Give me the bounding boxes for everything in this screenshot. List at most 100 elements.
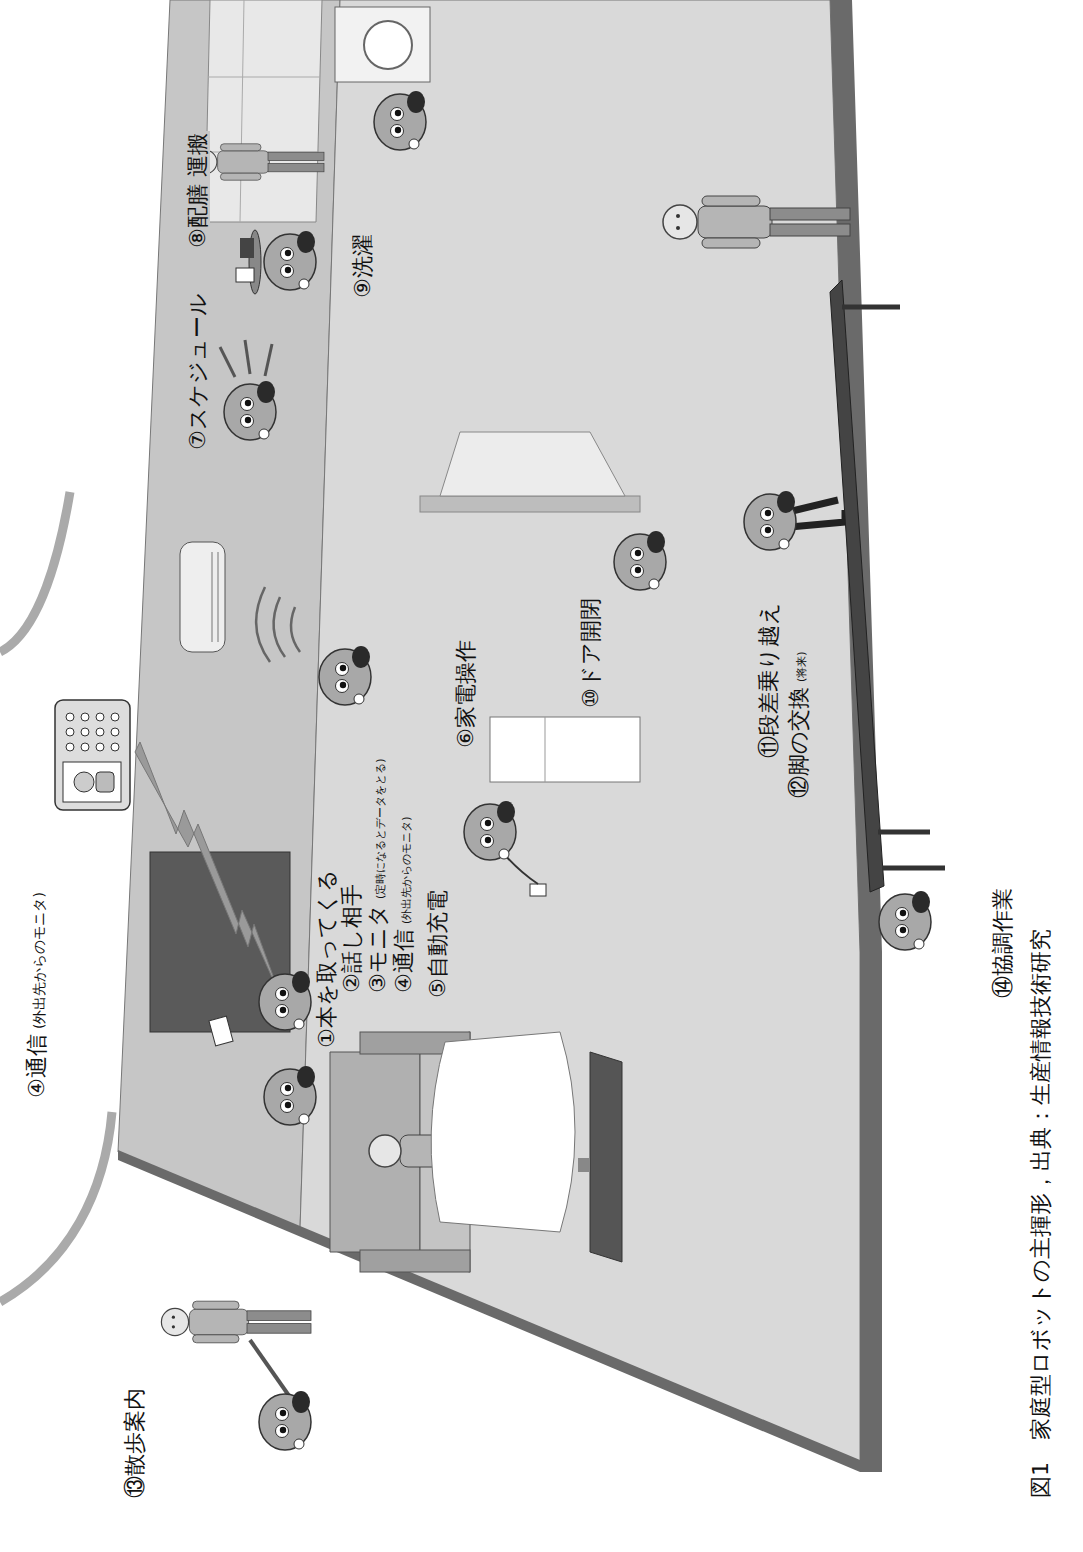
callout-label: ④通信 [24,1032,49,1100]
guide-arm [250,1340,292,1400]
door-partition [420,496,640,512]
lightning-signal [135,742,282,1000]
air-conditioner [180,542,225,652]
illustration-figure [224,381,276,440]
mobile-phone [66,713,74,721]
mobile-phone [96,743,104,751]
illustration-figure [374,91,426,150]
callout-label: ⑩ドア開閉 [578,596,603,710]
serving-tray [236,268,254,282]
callout-label: ⑥家電操作 [453,638,478,750]
callout-label: ⑤自動充電 [425,888,450,1000]
callout-label: ④通信 [391,927,416,995]
mobile-phone [81,728,89,736]
signal-waves [291,607,300,652]
callout-label: ⑫脚の交換 [786,685,811,800]
mobile-phone [81,713,89,721]
road-line [0,492,112,1302]
house-structure [300,0,860,1467]
kitchen-counter [240,0,244,222]
blanket [431,1032,575,1232]
signal-waves [256,587,270,662]
air-conditioner [218,552,219,642]
callout-label: ⑭協調作業 [990,886,1015,1000]
guide-arm [250,1340,292,1400]
lightning-signal [135,742,282,1000]
mobile-phone [55,700,130,810]
mobile-phone [81,743,89,751]
road-line [0,1112,112,1302]
door-partition [420,432,640,512]
illustration-figure [259,1391,311,1450]
refrigerator [490,717,640,782]
mobile-phone [66,713,119,751]
callout-label: ⑬散歩案内 [122,1386,147,1500]
charging-socket [504,854,538,884]
illustration-figure [879,891,931,950]
schedule-waves [220,347,235,377]
sofa [360,1250,470,1272]
mobile-phone [96,772,114,792]
mobile-phone [111,713,119,721]
note-text: (外出先からのモニタ) [31,890,47,1031]
air-conditioner [212,552,213,642]
cooperative-table [882,866,945,871]
callout-label: ②話し相手 [339,882,364,995]
mobile-phone [74,772,94,792]
illustration-figure [319,646,371,705]
illustration-figure [193,144,324,180]
kitchen-counter [205,0,322,222]
illustration-figure [663,196,850,248]
mobile-phone [96,713,104,721]
mobile-phone [63,762,121,802]
cooperative-table [842,305,900,310]
illustration-figure [264,1066,316,1125]
mobile-phone [96,728,104,736]
schedule-waves [220,340,272,377]
refrigerator [545,717,546,782]
kitchen-counter [208,77,320,78]
low-table [578,1158,590,1172]
house-structure [830,0,882,1472]
seated-person [369,1135,401,1167]
illustration-figure [464,801,516,860]
cooperative-table [830,280,884,892]
signal-waves [256,587,300,662]
callout-label: ①本を取ってくる [314,867,339,1050]
mobile-phone [55,700,130,810]
callout-label: ⑦スケジュール [185,291,210,452]
schedule-waves [265,344,272,376]
mobile-phone [66,743,74,751]
book [209,1016,233,1046]
charging-socket [530,884,546,896]
washing-machine [364,21,412,69]
road-line [0,492,70,652]
illustration-figure [614,531,666,590]
note-text: (将来) [796,649,809,684]
washing-machine [335,7,430,82]
cooperative-table [878,830,930,835]
note-text: (外出先からのモニタ) [401,814,414,926]
book [209,1016,233,1046]
serving-tray [236,230,261,294]
air-conditioner [180,542,225,652]
schedule-waves [245,340,250,374]
note-text: (定時になるとデータをとる) [375,756,388,901]
figure-caption: 図1 家庭型ロボットの主揮形，出典：生産情報技術研究 [1028,927,1053,1500]
washing-machine [335,7,430,82]
robot-legs [788,500,838,512]
signal-waves [274,597,285,657]
illustration-figure [259,971,311,1030]
callout-label: ③モニタ [365,902,390,995]
charging-socket [504,854,546,896]
illustration-figure [161,1301,311,1343]
callout-label: ⑨洗濯 [350,232,375,300]
cooperative-table [830,280,945,892]
illustration-figure [264,231,316,290]
door-partition [440,432,625,496]
serving-tray [240,238,254,258]
